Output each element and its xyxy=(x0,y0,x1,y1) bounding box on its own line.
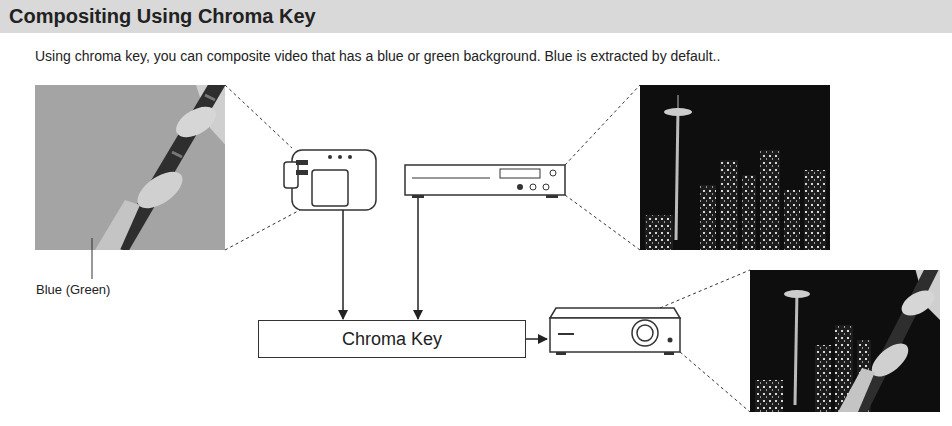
box-label: Chroma Key xyxy=(342,329,442,350)
video-arrow xyxy=(417,198,419,319)
callout-label: Blue (Green) xyxy=(36,282,110,297)
projector-icon xyxy=(550,308,680,355)
city-photo xyxy=(640,85,830,250)
intro-text: Using chroma key, you can composite vide… xyxy=(35,48,720,64)
title-text: Compositing Using Chroma Key xyxy=(9,5,316,28)
process-box: Chroma Key xyxy=(258,320,526,358)
camcorder-icon xyxy=(284,150,376,210)
title-band xyxy=(0,0,952,33)
composite-photo xyxy=(750,270,940,412)
dvd-player-icon xyxy=(405,165,565,198)
video-arrow xyxy=(342,210,344,319)
source-photo xyxy=(35,85,225,250)
output-arrow xyxy=(526,338,547,340)
